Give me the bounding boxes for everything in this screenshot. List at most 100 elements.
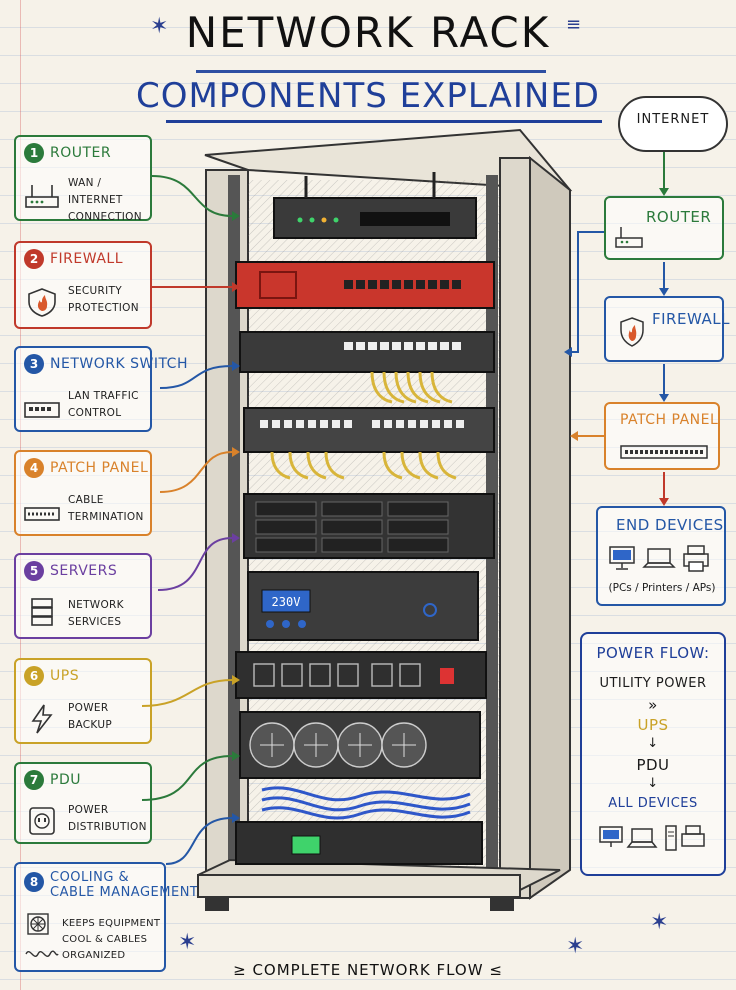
ups-display-value: 230V	[272, 595, 301, 609]
flow-firewall-box: FIREWALL	[604, 296, 729, 362]
subtitle-underline	[166, 120, 602, 123]
server-stack-icon	[31, 598, 53, 626]
internet-label: INTERNET	[636, 112, 710, 127]
component-desc: LAN TRAFFIC	[68, 390, 139, 402]
component-label: NETWORK SWITCH	[50, 356, 188, 372]
patch-panel-icon	[24, 507, 60, 521]
component-desc: TERMINATION	[68, 511, 144, 523]
component-desc: CABLE	[68, 494, 104, 506]
component-firewall-card: 2 FIREWALL SECURITY PROTECTION	[14, 241, 152, 329]
component-desc: CONTROL	[68, 407, 122, 419]
component-label: PDU	[50, 772, 81, 788]
component-number: 5	[24, 561, 44, 581]
power-utility: UTILITY POWER	[599, 676, 707, 691]
flow-patch-panel-box: PATCH PANEL	[604, 402, 720, 470]
page-title: NETWORK RACK	[185, 8, 551, 57]
component-switch-card: 3 NETWORK SWITCH LAN TRAFFIC CONTROL	[14, 346, 187, 432]
component-desc: CONNECTION	[68, 211, 142, 223]
component-desc: PROTECTION	[68, 302, 139, 314]
laptop-icon	[626, 828, 658, 848]
component-desc: WAN / INTERNET	[68, 177, 123, 206]
sparkle-icon: ≡	[566, 14, 582, 35]
rack-bottom-unit	[235, 821, 483, 865]
shield-fire-icon	[620, 317, 644, 347]
component-desc: SERVICES	[68, 616, 122, 628]
star-icon: ✶	[178, 930, 197, 955]
internet-cloud	[618, 96, 728, 152]
component-number: 1	[24, 143, 44, 163]
component-desc: NETWORK	[68, 599, 124, 611]
component-label: COOLING &	[50, 870, 130, 885]
cable-coil-icon	[25, 950, 59, 957]
footer-text: COMPLETE NETWORK FLOW	[252, 961, 484, 979]
component-desc: DISTRIBUTION	[68, 821, 147, 833]
server-tower-icon	[665, 825, 677, 851]
component-patch-panel-card: 4 PATCH PANEL CABLE TERMINATION	[14, 450, 152, 536]
network-switch-icon	[24, 402, 60, 418]
arrow-down-icon: ↓	[647, 736, 659, 751]
component-number: 7	[24, 770, 44, 790]
page-subtitle: COMPONENTS EXPLAINED	[136, 76, 600, 116]
component-desc: ORGANIZED	[62, 950, 126, 961]
component-number: 6	[24, 666, 44, 686]
printer-icon	[681, 825, 705, 847]
component-desc: COOL & CABLES	[62, 934, 148, 945]
component-router-card: 1 ROUTER WAN / INTERNET CONNECTION	[14, 135, 152, 223]
laptop-icon	[642, 548, 676, 568]
component-label: PATCH PANEL	[50, 460, 149, 476]
flow-firewall-label: FIREWALL	[652, 310, 730, 328]
power-pdu: PDU	[636, 756, 670, 774]
component-label: ROUTER	[50, 145, 112, 161]
star-icon: ✶	[566, 934, 585, 959]
desktop-pc-icon	[599, 826, 623, 847]
desktop-pc-icon	[609, 546, 635, 570]
router-icon	[615, 227, 643, 248]
end-devices-note: (PCs / Printers / APs)	[608, 582, 716, 594]
flow-end-devices-box: END DEVICES (PCs / Printers / APs)	[596, 506, 726, 606]
component-number: 8	[24, 872, 44, 892]
component-cooling-card: 8 COOLING & CABLE MANAGEMENT KEEPS EQUIP…	[14, 862, 198, 972]
rack-rail	[228, 175, 240, 880]
power-outlet-icon	[29, 807, 55, 835]
flow-patch-panel-label: PATCH PANEL	[620, 412, 719, 428]
router-icon	[25, 185, 59, 208]
rack-side	[529, 155, 571, 900]
component-desc: BACKUP	[68, 719, 112, 731]
shield-fire-icon	[28, 288, 56, 317]
component-number: 2	[24, 249, 44, 269]
component-label: UPS	[50, 668, 80, 684]
component-pdu-card: 7 PDU POWER DISTRIBUTION	[14, 762, 152, 844]
power-flow-title: POWER FLOW:	[596, 644, 710, 662]
component-servers-card: 5 SERVERS NETWORK SERVICES	[14, 553, 152, 639]
power-ups: UPS	[637, 716, 669, 734]
flow-end-devices-label: END DEVICES	[616, 516, 724, 534]
chevrons-icon: »	[648, 696, 658, 714]
power-flow-box: POWER FLOW: UTILITY POWER » UPS ↓ PDU ↓ …	[580, 632, 726, 876]
component-label: FIREWALL	[50, 251, 124, 267]
power-all-devices: ALL DEVICES	[608, 796, 698, 811]
arrow-down-icon: ↓	[647, 776, 659, 791]
printer-icon	[683, 545, 709, 572]
fan-icon	[27, 913, 49, 935]
component-label: CABLE MANAGEMENT	[50, 885, 199, 900]
component-desc: SECURITY	[68, 285, 122, 297]
component-ups-card: 6 UPS POWER BACKUP	[14, 658, 152, 744]
footer-caption: ≥ COMPLETE NETWORK FLOW ≤	[233, 961, 503, 979]
component-desc: KEEPS EQUIPMENT	[62, 918, 161, 929]
component-number: 4	[24, 458, 44, 478]
rack-right-post	[499, 157, 531, 899]
title-underline	[196, 70, 546, 73]
component-label: SERVERS	[50, 563, 118, 579]
component-number: 3	[24, 354, 44, 374]
flow-router-box: ROUTER	[604, 196, 724, 260]
lightning-icon	[31, 704, 53, 734]
all-devices-icons	[599, 825, 705, 851]
rack-network-switch	[239, 331, 495, 373]
component-desc: POWER	[68, 804, 109, 816]
component-desc: POWER	[68, 702, 109, 714]
star-icon: ✶	[650, 910, 669, 935]
flow-router-label: ROUTER	[646, 208, 712, 226]
patch-panel-icon	[620, 445, 708, 459]
star-icon: ✶	[150, 14, 169, 39]
